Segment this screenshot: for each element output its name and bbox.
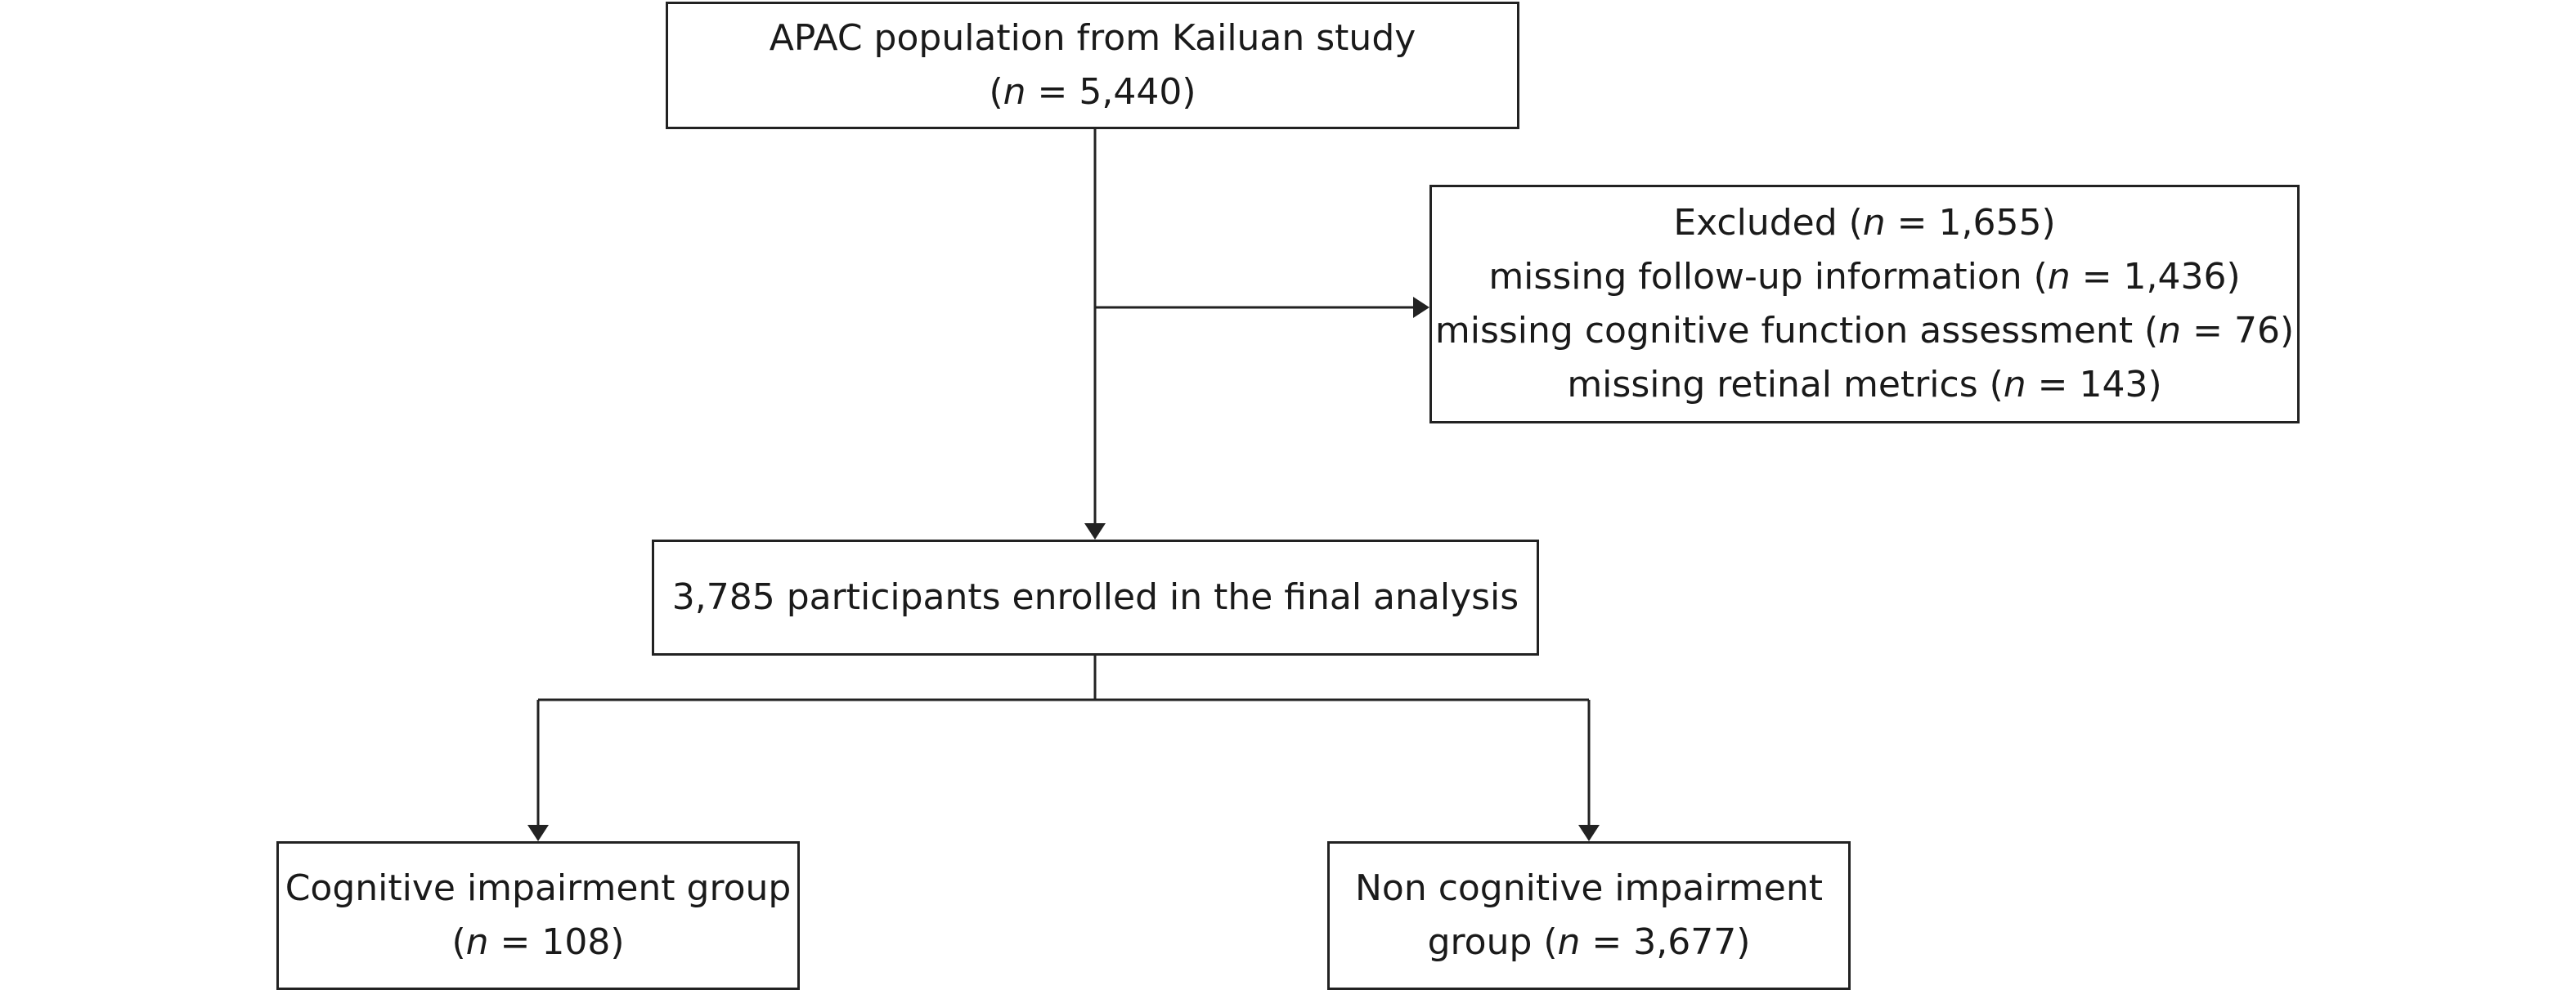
excluded-reason: missing cognitive function assessment (n… — [1435, 304, 2294, 358]
arrowhead-non-cognitive-impairment — [1578, 825, 1600, 841]
excluded-reason-count: = 1,436) — [2070, 256, 2241, 298]
excluded-reason-text: missing follow-up information ( — [1488, 256, 2048, 298]
excluded-reason-n-symbol: n — [2003, 364, 2026, 405]
non-cognitive-impairment-n-symbol: n — [1557, 921, 1581, 963]
non-cognitive-impairment-count-value: = 3,677) — [1580, 921, 1751, 963]
excluded-reason: missing follow-up information (n = 1,436… — [1488, 250, 2240, 304]
excluded-reason-count: = 143) — [2026, 364, 2162, 405]
excluded-n-symbol: n — [1862, 202, 1886, 244]
excluded-reason-n-symbol: n — [2158, 310, 2182, 352]
enrolled-box: 3,785 participants enrolled in the final… — [652, 540, 1539, 656]
arrowhead-cognitive-impairment — [527, 825, 549, 841]
arrowhead-excluded — [1413, 297, 1429, 318]
excluded-reason-text: missing retinal metrics ( — [1567, 364, 2004, 405]
population-n-symbol: n — [1003, 71, 1026, 113]
population-title: APAC population from Kailuan study — [769, 17, 1416, 59]
cognitive-impairment-n-symbol: n — [465, 921, 489, 963]
excluded-title: Excluded (n = 1,655) — [1673, 196, 2055, 250]
cognitive-impairment-count-open: ( — [451, 921, 466, 963]
non-cognitive-impairment-count-pre: group ( — [1427, 921, 1558, 963]
population-box: APAC population from Kailuan study (n = … — [666, 2, 1519, 129]
non-cognitive-impairment-box: Non cognitive impairment group (n = 3,67… — [1327, 841, 1851, 990]
excluded-reason-n-symbol: n — [2047, 256, 2071, 298]
non-cognitive-impairment-title: Non cognitive impairment — [1354, 867, 1824, 909]
cognitive-impairment-count: (n = 108) — [451, 916, 624, 970]
cognitive-impairment-box: Cognitive impairment group (n = 108) — [276, 841, 800, 990]
arrowhead-enrolled — [1084, 523, 1106, 540]
excluded-title-pre: Excluded ( — [1673, 202, 1863, 244]
cognitive-impairment-title: Cognitive impairment group — [285, 867, 792, 909]
excluded-reason-count: = 76) — [2181, 310, 2295, 352]
excluded-reason: missing retinal metrics (n = 143) — [1567, 358, 2161, 412]
population-count: (n = 5,440) — [989, 65, 1196, 119]
excluded-reason-text: missing cognitive function assessment ( — [1434, 310, 2159, 352]
cognitive-impairment-count-value: = 108) — [488, 921, 625, 963]
excluded-title-count: = 1,655) — [1885, 202, 2056, 244]
population-count-open: ( — [989, 71, 1003, 113]
enrolled-label: 3,785 participants enrolled in the final… — [671, 576, 1519, 618]
population-count-value: = 5,440) — [1025, 71, 1196, 113]
non-cognitive-impairment-count: group (n = 3,677) — [1428, 916, 1751, 970]
excluded-box: Excluded (n = 1,655) missing follow-up i… — [1429, 185, 2300, 423]
